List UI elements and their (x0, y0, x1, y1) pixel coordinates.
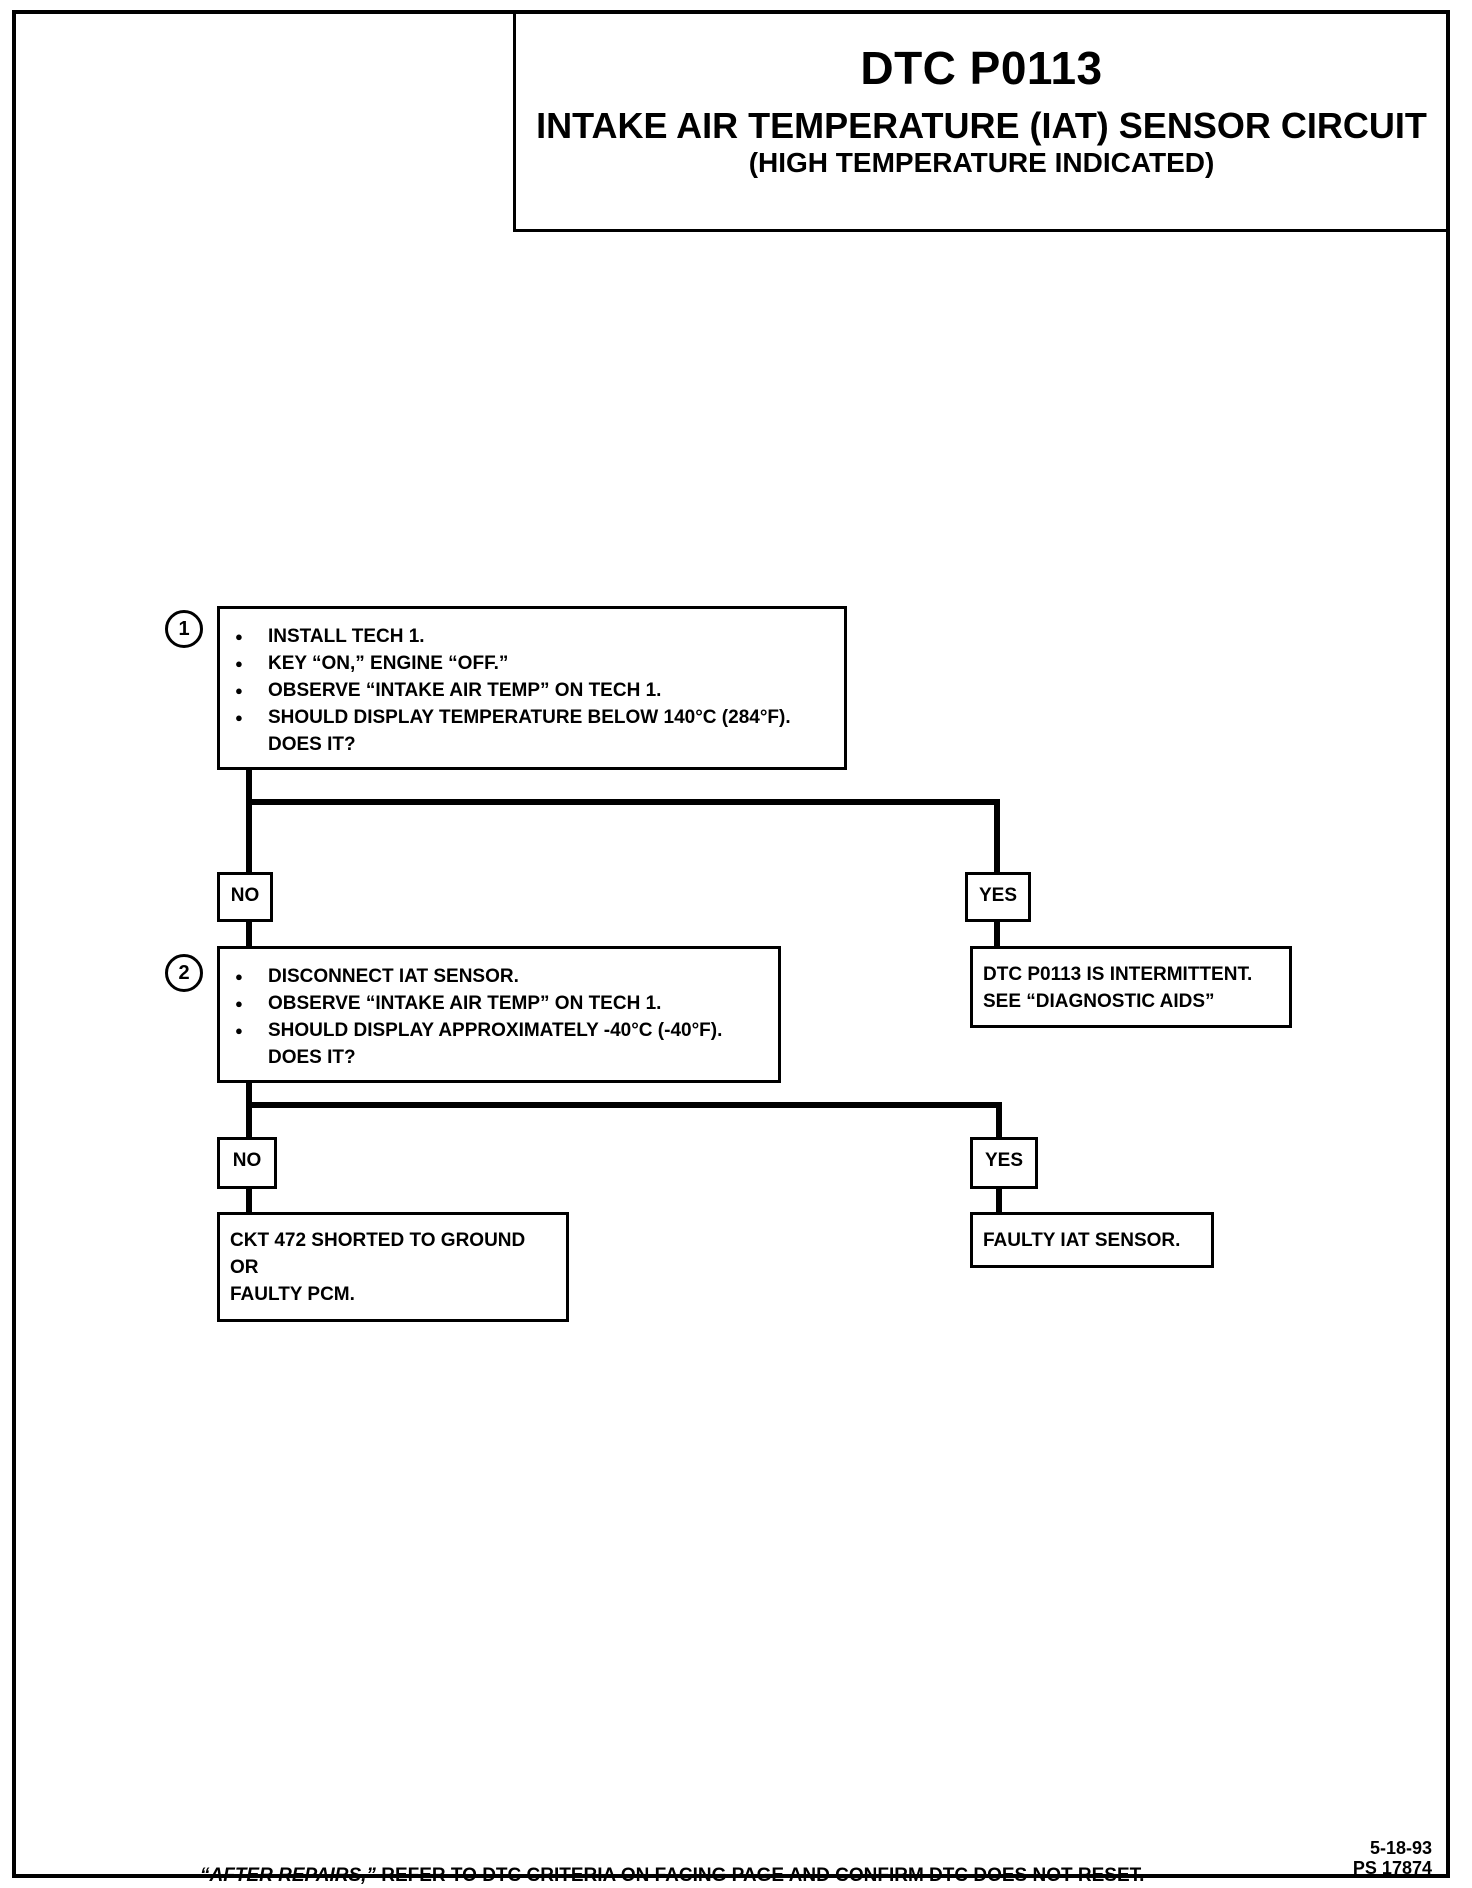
result-line: SEE “DIAGNOSTIC AIDS” (983, 991, 1215, 1012)
connector (996, 1102, 1002, 1139)
branch-2-no-label: NO (217, 1137, 277, 1189)
result-line: FAULTY IAT SENSOR. (983, 1230, 1181, 1251)
result-line: OR (230, 1257, 259, 1278)
step-2-question: DOES IT? (268, 1047, 356, 1068)
connector (996, 1187, 1002, 1214)
footer-note: “AFTER REPAIRS,” REFER TO DTC CRITERIA O… (200, 1865, 1144, 1887)
branch-2-no-result: CKT 472 SHORTED TO GROUND OR FAULTY PCM. (217, 1212, 569, 1322)
footer-note-text: REFER TO DTC CRITERIA ON FACING PAGE AND… (375, 1865, 1145, 1886)
branch-1-yes-result: DTC P0113 IS INTERMITTENT. SEE “DIAGNOST… (970, 946, 1292, 1028)
step-1-bullet: SHOULD DISPLAY TEMPERATURE BELOW 140°C (… (220, 704, 844, 731)
step-1-bullet: OBSERVE “INTAKE AIR TEMP” ON TECH 1. (220, 677, 844, 704)
dtc-title: INTAKE AIR TEMPERATURE (IAT) SENSOR CIRC… (536, 105, 1427, 146)
title-box: DTC P0113 INTAKE AIR TEMPERATURE (IAT) S… (513, 10, 1450, 232)
connector (994, 799, 1000, 874)
step-1-bullet: INSTALL TECH 1. (220, 623, 844, 650)
connector (246, 1102, 1002, 1108)
branch-2-yes-result: FAULTY IAT SENSOR. (970, 1212, 1214, 1268)
step-1-box: INSTALL TECH 1. KEY “ON,” ENGINE “OFF.” … (217, 606, 847, 770)
dtc-subtitle: (HIGH TEMPERATURE INDICATED) (748, 147, 1215, 178)
step-2-marker: 2 (165, 954, 203, 992)
footer-reference: 5-18-93 PS 17874 (1353, 1838, 1432, 1878)
branch-1-no-label: NO (217, 872, 273, 922)
step-1-question: DOES IT? (268, 734, 356, 755)
step-2-bullet: DISCONNECT IAT SENSOR. (220, 963, 778, 990)
connector (246, 920, 252, 948)
connector (994, 920, 1000, 948)
after-repairs-text: “AFTER REPAIRS,” (200, 1865, 376, 1886)
step-1-marker: 1 (165, 610, 203, 648)
connector (246, 1187, 252, 1214)
connector (246, 799, 1000, 805)
step-2-bullet: OBSERVE “INTAKE AIR TEMP” ON TECH 1. (220, 990, 778, 1017)
result-line: DTC P0113 IS INTERMITTENT. (983, 964, 1253, 985)
footer-date: 5-18-93 (1369, 1838, 1432, 1858)
result-line: CKT 472 SHORTED TO GROUND (230, 1230, 526, 1251)
step-2-bullet: SHOULD DISPLAY APPROXIMATELY -40°C (-40°… (220, 1017, 778, 1044)
connector (246, 768, 252, 874)
page-frame (12, 10, 1450, 1878)
result-line: FAULTY PCM. (230, 1284, 355, 1305)
dtc-code: DTC P0113 (860, 42, 1103, 94)
step-2-box: DISCONNECT IAT SENSOR. OBSERVE “INTAKE A… (217, 946, 781, 1083)
branch-2-yes-label: YES (970, 1137, 1038, 1189)
branch-1-yes-label: YES (965, 872, 1031, 922)
footer-ps-number: PS 17874 (1352, 1858, 1432, 1878)
connector (246, 1083, 252, 1139)
step-1-bullet: KEY “ON,” ENGINE “OFF.” (220, 650, 844, 677)
